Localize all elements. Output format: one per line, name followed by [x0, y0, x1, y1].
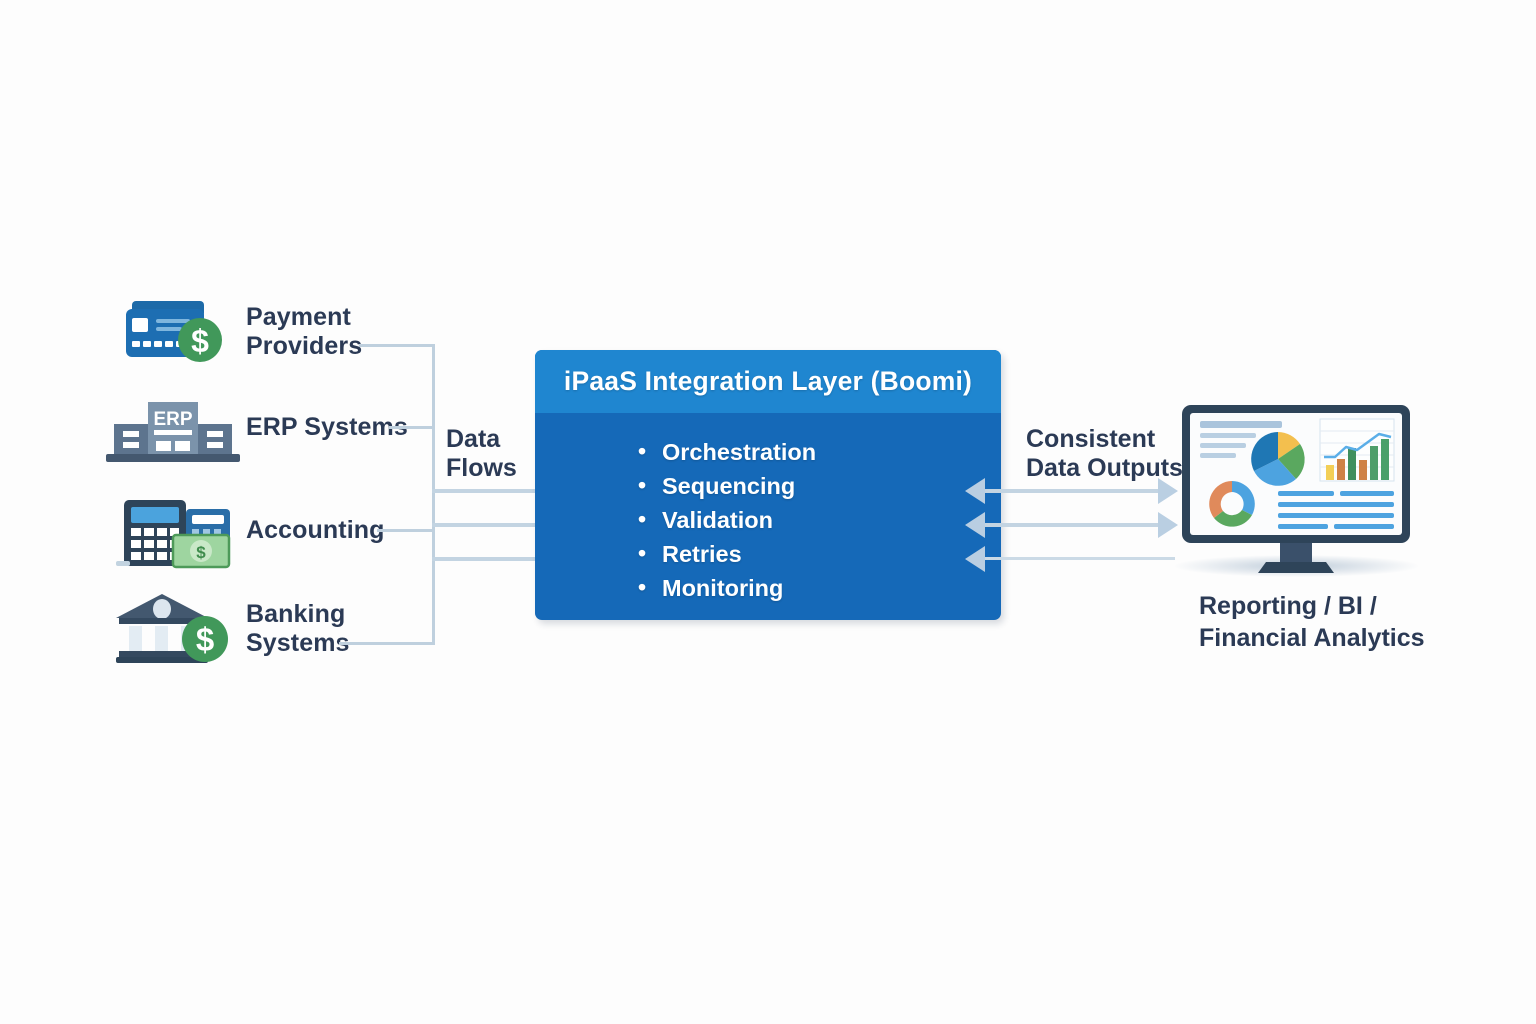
- source-label-accounting: Accounting: [246, 516, 385, 544]
- ipaas-box-title: iPaaS Integration Layer (Boomi): [563, 366, 973, 396]
- ipaas-capability-item: Orchestration: [638, 434, 1001, 469]
- flow-arrow-out-left-3: [965, 546, 985, 572]
- credit-card-dollar-icon: $: [126, 301, 222, 362]
- erp-building-icon: ERP: [106, 402, 240, 462]
- flow-line-in-2: [432, 523, 537, 527]
- connector-banking: [339, 642, 435, 645]
- consistent-data-outputs-label: Consistent Data Outputs: [1026, 425, 1183, 483]
- flow-line-out-2: [985, 523, 1160, 527]
- flow-line-in-1: [432, 489, 537, 493]
- flow-line-out-3: [985, 557, 1175, 560]
- connector-accounting: [377, 529, 435, 532]
- data-flows-label: Data Flows: [446, 425, 517, 483]
- flow-line-out-1: [985, 489, 1160, 493]
- svg-text:$: $: [191, 323, 209, 359]
- connector-payment: [359, 344, 435, 347]
- ipaas-capability-item: Sequencing: [638, 468, 1001, 503]
- flow-arrow-out-right-1: [1158, 478, 1178, 504]
- destination-label-reporting-bi: Reporting / BI / Financial Analytics: [1199, 592, 1425, 652]
- svg-text:ERP: ERP: [153, 409, 192, 430]
- bank-dollar-icon: $: [116, 594, 228, 663]
- connector-erp: [389, 426, 435, 429]
- ipaas-capability-item: Retries: [638, 536, 1001, 571]
- calculator-money-icon: $: [116, 500, 231, 569]
- source-label-erp-systems: ERP Systems: [246, 413, 408, 441]
- flow-arrow-out-left-2: [965, 512, 985, 538]
- ipaas-capability-item: Validation: [638, 502, 1001, 537]
- monitor-dashboard-icon: [1180, 403, 1412, 578]
- svg-text:$: $: [196, 543, 206, 562]
- flow-line-in-3: [432, 557, 537, 561]
- ipaas-capability-list: Orchestration Sequencing Validation Retr…: [535, 413, 1001, 605]
- ipaas-integration-box: iPaaS Integration Layer (Boomi) Orchestr…: [535, 350, 1001, 620]
- flow-arrow-out-right-2: [1158, 512, 1178, 538]
- connector-bus-vertical: [432, 344, 435, 645]
- ipaas-box-header: iPaaS Integration Layer (Boomi): [535, 350, 1001, 413]
- source-label-banking-systems: Banking Systems: [246, 600, 350, 657]
- ipaas-capability-item: Monitoring: [638, 570, 1001, 605]
- source-label-payment-providers: Payment Providers: [246, 303, 363, 360]
- flow-arrow-out-left-1: [965, 478, 985, 504]
- svg-text:$: $: [196, 621, 214, 658]
